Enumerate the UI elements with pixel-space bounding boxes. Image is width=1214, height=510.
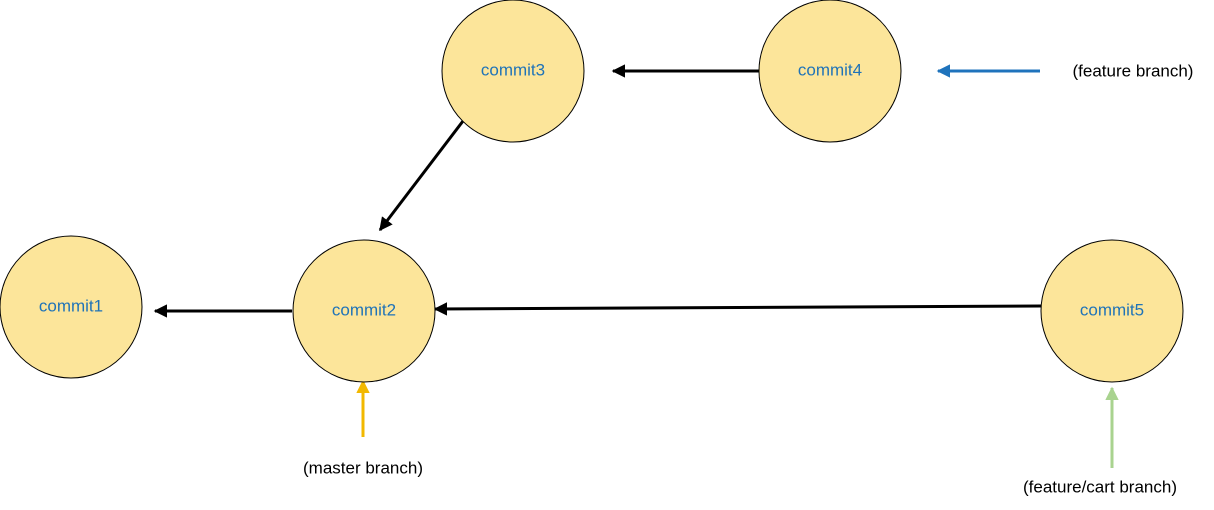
feature-cart-branch-label: (feature/cart branch) (1023, 477, 1177, 496)
edge-commit3-to-commit2 (378, 120, 465, 232)
commit-label: commit2 (332, 300, 396, 319)
commit-label: commit3 (481, 60, 545, 79)
edge-commit5-to-commit2 (433, 302, 1042, 316)
commit-node-commit4: commit4 (758, 0, 902, 143)
feature-branch-label: (feature branch) (1073, 61, 1194, 80)
commit-circle (441, 0, 585, 143)
commit-circle (292, 239, 436, 383)
commit-node-commit1: commit1 (0, 235, 143, 379)
commit-circle (758, 0, 902, 143)
commit-node-commit5: commit5 (1040, 239, 1184, 383)
commit-circle (1040, 239, 1184, 383)
master-branch-label: (master branch) (303, 458, 423, 477)
commit-label: commit4 (798, 60, 862, 79)
commit-node-commit2: commit2 (292, 239, 436, 383)
commit-node-commit3: commit3 (441, 0, 585, 143)
commit-label: commit1 (39, 296, 103, 315)
commit-label: commit5 (1080, 300, 1144, 319)
commit-circle (0, 235, 143, 379)
